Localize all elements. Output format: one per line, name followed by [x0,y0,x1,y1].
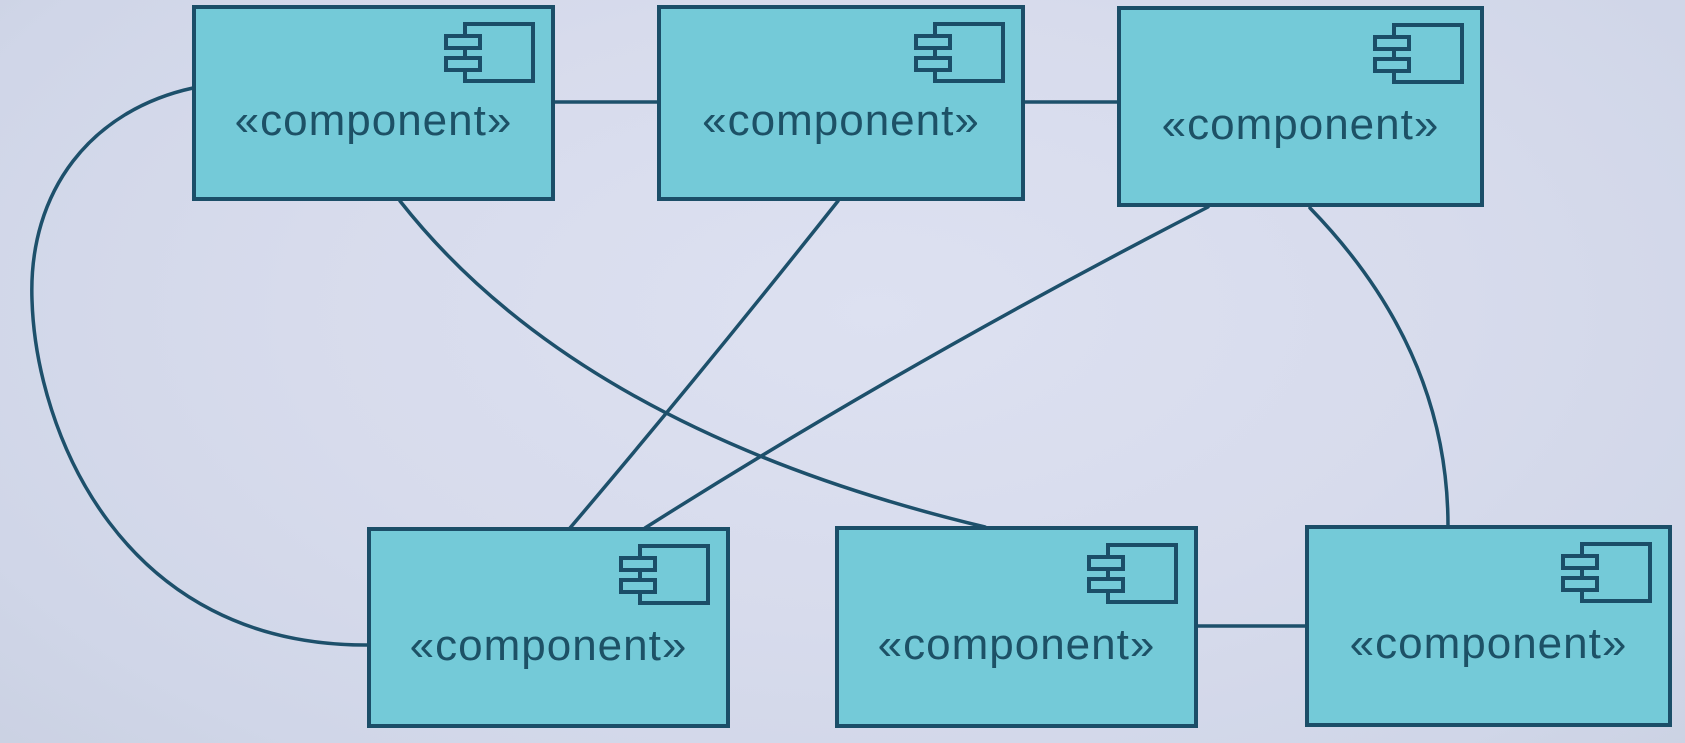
stereotype-label: «component» [1349,619,1628,668]
component-icon [444,22,535,83]
stereotype-label: «component» [1161,99,1440,149]
connector-c2-c4 [568,199,840,530]
connector-c3-c6 [1308,206,1450,528]
stereotype-label: «component» [702,96,980,145]
component-icon [1373,23,1464,84]
component-icon [619,544,710,605]
component-icon [1561,542,1652,603]
stereotype-label: «component» [409,620,688,670]
component-node-bottom-right: «component» [1305,525,1672,727]
component-node-bottom-center: «component» [835,526,1198,728]
connector-c1-c4 [30,86,369,647]
component-node-top-right: «component» [1117,6,1484,207]
stereotype-label: «component» [234,96,513,145]
component-node-top-center: «component» [657,5,1025,201]
connector-c1-c5 [398,199,987,529]
component-icon [914,22,1005,83]
component-icon [1087,543,1178,604]
component-node-top-left: «component» [192,5,555,201]
stereotype-label: «component» [877,620,1156,669]
connector-c3-c4 [643,205,1210,530]
component-node-bottom-left: «component» [367,527,730,728]
